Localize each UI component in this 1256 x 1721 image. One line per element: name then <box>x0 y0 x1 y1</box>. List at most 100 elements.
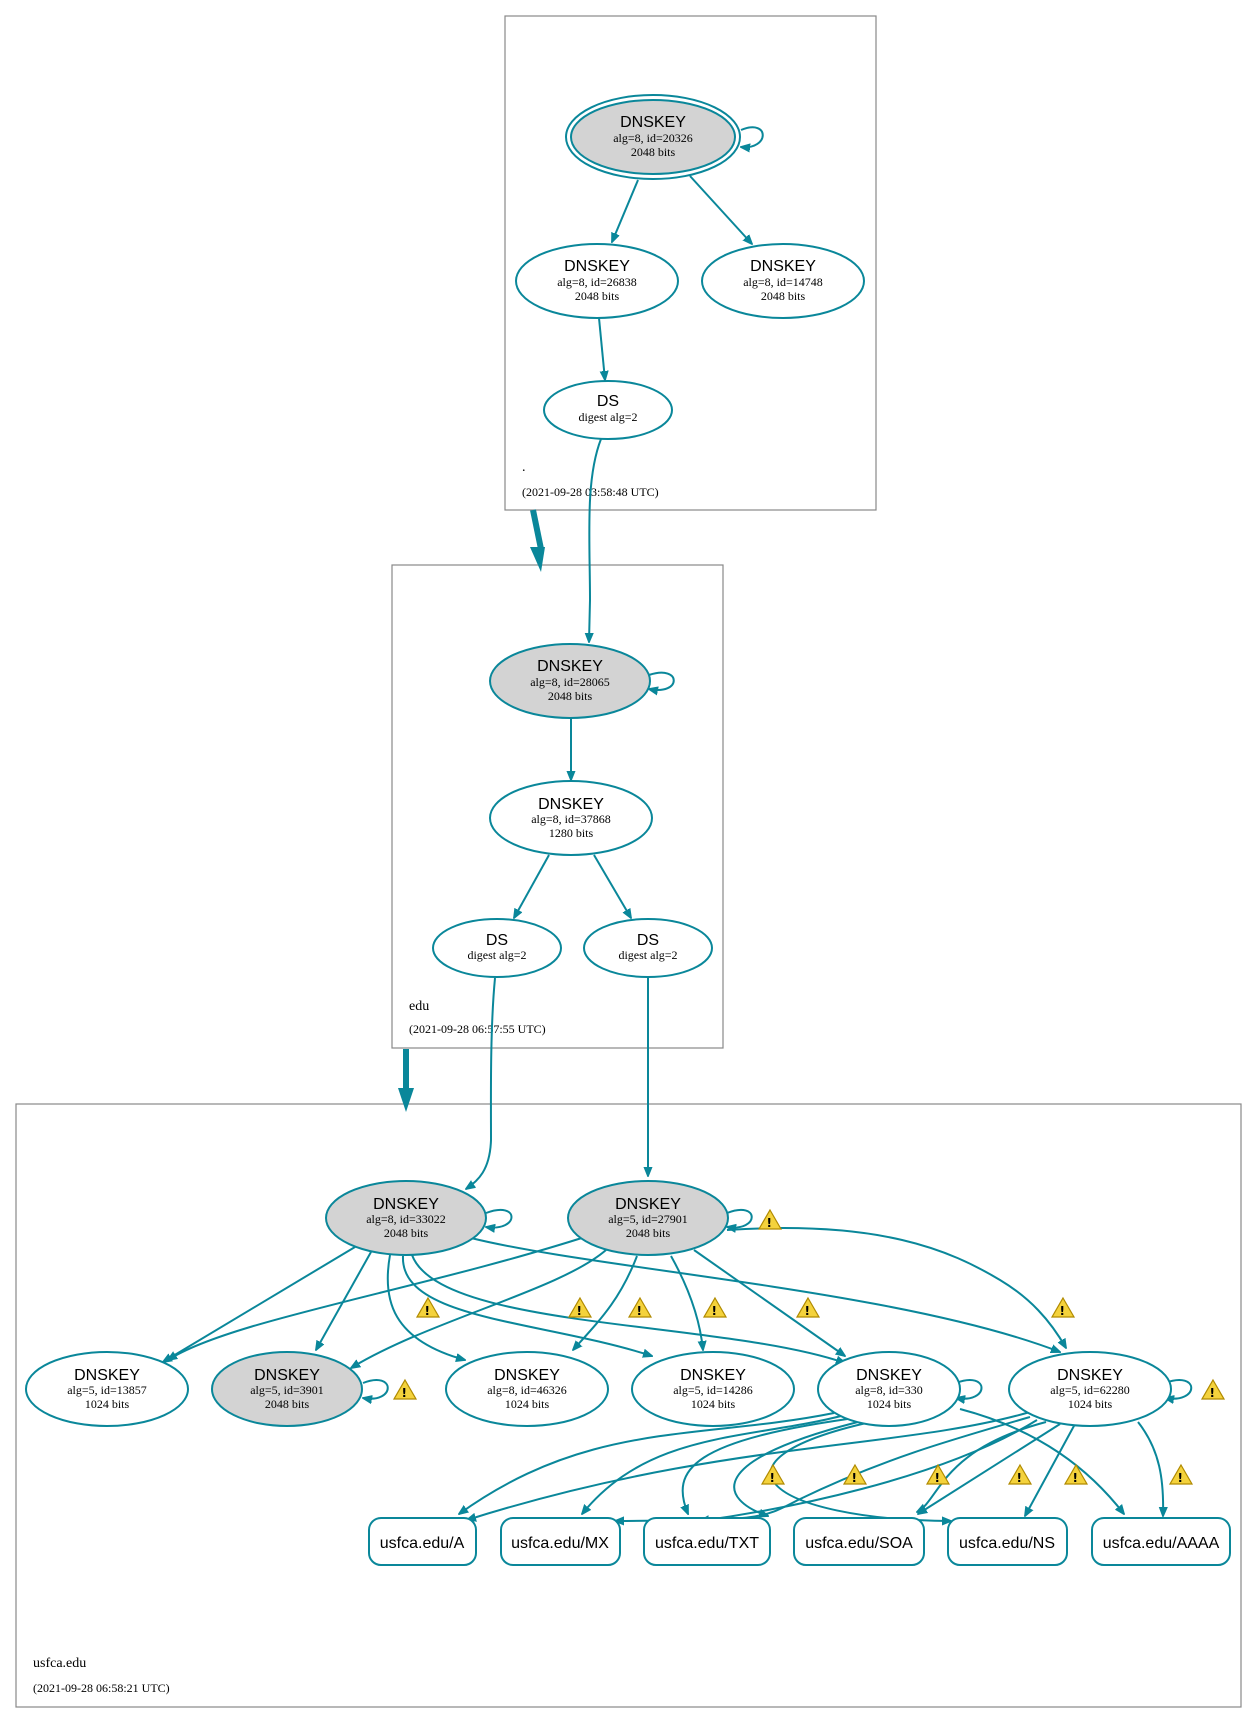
edges <box>163 126 1193 1521</box>
warning-triangle-icon: ! <box>702 1296 728 1318</box>
dnskey-node[interactable]: DNSKEY alg=5, id=3901 2048 bits <box>211 1351 363 1427</box>
node-detail: 2048 bits <box>631 145 676 159</box>
svg-text:!: ! <box>1073 1471 1078 1485</box>
warning-triangle-icon: ! <box>760 1463 786 1485</box>
node-detail: 1280 bits <box>549 826 594 840</box>
node-detail: alg=8, id=28065 <box>530 675 610 689</box>
node-detail: 1024 bits <box>85 1397 130 1411</box>
dnskey-node[interactable]: DNSKEY alg=8, id=330 1024 bits <box>817 1351 961 1427</box>
node-title: DS <box>486 932 508 949</box>
node-detail: 1024 bits <box>691 1397 736 1411</box>
node-detail: 1024 bits <box>505 1397 550 1411</box>
dnskey-node[interactable]: DNSKEY alg=8, id=14748 2048 bits <box>701 243 865 319</box>
rrset-node-txt[interactable]: usfca.edu/TXT <box>643 1517 771 1566</box>
node-detail: 1024 bits <box>867 1397 912 1411</box>
warning-triangle-icon: ! <box>925 1463 951 1485</box>
node-detail: alg=5, id=13857 <box>67 1383 147 1397</box>
svg-text:!: ! <box>425 1304 430 1318</box>
node-detail: 1024 bits <box>1068 1397 1113 1411</box>
rrset-label: usfca.edu/NS <box>959 1535 1055 1552</box>
node-detail: alg=8, id=14748 <box>743 275 823 289</box>
warning-triangle-icon: ! <box>757 1208 783 1230</box>
svg-text:!: ! <box>852 1471 857 1485</box>
delegation-arrows <box>398 509 545 1112</box>
zone-usfca: usfca.edu (2021-09-28 06:58:21 UTC) <box>15 1103 1242 1708</box>
svg-text:!: ! <box>637 1304 642 1318</box>
warning-triangle-icon: ! <box>1063 1463 1089 1485</box>
dnskey-node[interactable]: DNSKEY alg=5, id=13857 1024 bits <box>25 1351 189 1427</box>
node-detail: alg=5, id=14286 <box>673 1383 753 1397</box>
dnskey-node[interactable]: DNSKEY alg=5, id=27901 2048 bits <box>567 1180 729 1256</box>
node-detail: alg=8, id=33022 <box>366 1212 446 1226</box>
warning-triangle-icon: ! <box>627 1296 653 1318</box>
ds-node[interactable]: DS digest alg=2 <box>583 918 713 978</box>
rrset-node-aaaa[interactable]: usfca.edu/AAAA <box>1091 1517 1231 1566</box>
svg-text:!: ! <box>770 1471 775 1485</box>
rrset-node-soa[interactable]: usfca.edu/SOA <box>793 1517 925 1566</box>
node-detail: 2048 bits <box>265 1397 310 1411</box>
node-title: DS <box>597 393 619 410</box>
dnskey-node[interactable]: DNSKEY alg=5, id=14286 1024 bits <box>631 1351 795 1427</box>
node-title: DNSKEY <box>564 258 630 275</box>
warning-icons: ! ! ! ! ! ! ! ! ! ! ! ! ! ! ! <box>392 1208 1226 1485</box>
node-title: DNSKEY <box>620 114 686 131</box>
node-title: DNSKEY <box>494 1367 560 1384</box>
node-title: DNSKEY <box>856 1367 922 1384</box>
dnskey-node[interactable]: DNSKEY alg=8, id=37868 1280 bits <box>489 780 653 856</box>
dnskey-node[interactable]: DNSKEY alg=5, id=62280 1024 bits <box>1008 1351 1172 1427</box>
warning-triangle-icon: ! <box>415 1296 441 1318</box>
rrset-label: usfca.edu/MX <box>511 1535 609 1552</box>
dnskey-node[interactable]: DNSKEY alg=8, id=28065 2048 bits <box>489 643 651 719</box>
zone-name: edu <box>409 999 429 1014</box>
svg-text:!: ! <box>767 1216 772 1230</box>
node-detail: digest alg=2 <box>578 410 637 424</box>
warning-triangle-icon: ! <box>842 1463 868 1485</box>
zone-timestamp: (2021-09-28 06:58:21 UTC) <box>33 1681 170 1695</box>
zone-name: usfca.edu <box>33 1656 86 1671</box>
zone-timestamp: (2021-09-28 06:57:55 UTC) <box>409 1022 546 1036</box>
node-detail: alg=8, id=37868 <box>531 812 611 826</box>
node-title: DNSKEY <box>538 796 604 813</box>
dnskey-node[interactable]: DNSKEY alg=8, id=46326 1024 bits <box>445 1351 609 1427</box>
svg-text:!: ! <box>1017 1471 1022 1485</box>
svg-text:!: ! <box>1210 1386 1215 1400</box>
node-detail: digest alg=2 <box>467 948 526 962</box>
rrset-label: usfca.edu/SOA <box>805 1535 913 1552</box>
warning-triangle-icon: ! <box>795 1296 821 1318</box>
rrset-label: usfca.edu/AAAA <box>1103 1535 1220 1552</box>
node-detail: 2048 bits <box>575 289 620 303</box>
node-title: DNSKEY <box>680 1367 746 1384</box>
node-title: DNSKEY <box>74 1367 140 1384</box>
rrset-node-a[interactable]: usfca.edu/A <box>368 1517 477 1566</box>
ds-node[interactable]: DS digest alg=2 <box>432 918 562 978</box>
node-detail: alg=8, id=26838 <box>557 275 637 289</box>
node-title: DNSKEY <box>373 1196 439 1213</box>
node-detail: alg=5, id=27901 <box>608 1212 688 1226</box>
rrset-node-ns[interactable]: usfca.edu/NS <box>947 1517 1068 1566</box>
node-detail: alg=8, id=46326 <box>487 1383 567 1397</box>
zone-name: . <box>522 460 526 475</box>
rrset-node-mx[interactable]: usfca.edu/MX <box>500 1517 621 1566</box>
node-detail: alg=5, id=62280 <box>1050 1383 1130 1397</box>
node-detail: 2048 bits <box>548 689 593 703</box>
warning-triangle-icon: ! <box>392 1378 418 1400</box>
node-title: DS <box>637 932 659 949</box>
dnskey-node[interactable]: DNSKEY alg=8, id=20326 2048 bits <box>565 94 741 180</box>
node-detail: 2048 bits <box>384 1226 429 1240</box>
node-detail: alg=5, id=3901 <box>250 1383 324 1397</box>
warning-triangle-icon: ! <box>1200 1378 1226 1400</box>
svg-text:!: ! <box>805 1304 810 1318</box>
dnskey-node[interactable]: DNSKEY alg=8, id=26838 2048 bits <box>515 243 679 319</box>
node-detail: alg=8, id=330 <box>855 1383 923 1397</box>
node-title: DNSKEY <box>615 1196 681 1213</box>
zone-edu: edu (2021-09-28 06:57:55 UTC) <box>391 564 724 1049</box>
ds-node[interactable]: DS digest alg=2 <box>543 380 673 440</box>
svg-text:!: ! <box>935 1471 940 1485</box>
node-detail: 2048 bits <box>761 289 806 303</box>
warning-triangle-icon: ! <box>1007 1463 1033 1485</box>
node-title: DNSKEY <box>254 1367 320 1384</box>
svg-text:!: ! <box>1060 1304 1065 1318</box>
dnskey-node[interactable]: DNSKEY alg=8, id=33022 2048 bits <box>325 1180 487 1256</box>
svg-text:!: ! <box>1178 1471 1183 1485</box>
